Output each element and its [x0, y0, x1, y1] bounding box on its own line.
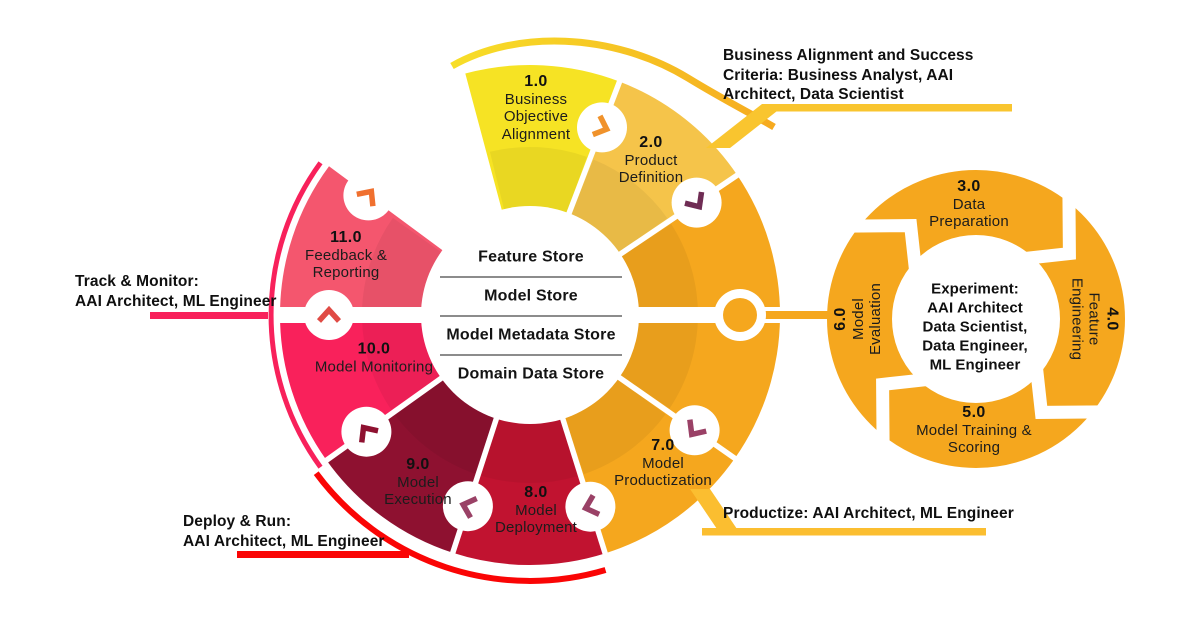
stage-label-10-0: 10.0 Model Monitoring [314, 340, 434, 376]
stage-label-8-0: 8.0 Model Deployment [494, 483, 578, 536]
hub-circle [421, 206, 639, 424]
stage-label-3-0: 3.0 Data Preparation [929, 177, 1009, 230]
stage-label-5-0: 5.0 Model Training & Scoring [916, 403, 1032, 456]
hub-store-model-metadata: Model Metadata Store [440, 317, 622, 356]
annotation-business-alignment: Business Alignment and Success Criteria:… [723, 47, 974, 103]
experiment-ring [827, 170, 1125, 468]
flow-chevron-icon [687, 419, 707, 438]
flow-chevron-icon [359, 424, 379, 443]
flow-chevron-icon [459, 496, 478, 519]
stage-label-6-0: 6.0 Model Evaluation [831, 282, 884, 356]
track-arc [268, 161, 323, 469]
ring-arrow-cut [848, 219, 923, 277]
experiment-connector-line [744, 311, 844, 319]
stage-label-11-0: 11.0 Feedback & Reporting [304, 228, 388, 281]
ring-arrow-cut [1018, 191, 1076, 266]
annotation-track-monitor: Track & Monitor: AAI Architect, ML Engin… [75, 273, 277, 310]
stage-label-7-0: 7.0 Model Productization [614, 436, 712, 489]
business-underline [764, 104, 1012, 112]
track-underline [150, 312, 268, 319]
connector-node [723, 298, 757, 332]
flow-chevron-icon [591, 114, 611, 138]
deploy-arc [313, 471, 607, 584]
hub-stores: Feature Store Model Store Model Metadata… [440, 239, 622, 394]
business-arc [450, 37, 776, 131]
deploy-underline [237, 551, 409, 558]
experiment-center-label: Experiment: AAI Architect Data Scientist… [922, 280, 1028, 374]
flow-chevron-icon [684, 191, 705, 211]
annotation-productize: Productize: AAI Architect, ML Engineer [723, 505, 1014, 522]
stage-label-2-0: 2.0 Product Definition [618, 133, 684, 186]
hub-store-feature: Feature Store [440, 239, 622, 278]
wedge-11-0 [280, 166, 444, 315]
wedge-8-0 [452, 417, 606, 566]
stage-label-1-0: 1.0 Business Objective Alignment [501, 73, 571, 143]
flow-chevron-icon [316, 305, 342, 323]
flow-chevron-icon [581, 493, 601, 517]
hub-store-domain-data: Domain Data Store [457, 365, 605, 383]
hub-store-model: Model Store [440, 278, 622, 317]
ring-arrow-cut [876, 372, 934, 447]
productize-underline [702, 528, 986, 536]
flow-chevron-icon [356, 188, 376, 207]
wedge-10-0 [280, 315, 443, 461]
stage-label-4-0: 4.0 Feature Engineering [1068, 277, 1121, 361]
annotation-deploy-run: Deploy & Run: AAI Architect, ML Engineer [183, 513, 385, 550]
ring-arrow-cut [1029, 361, 1104, 419]
stage-label-9-0: 9.0 Model Execution [384, 455, 452, 508]
